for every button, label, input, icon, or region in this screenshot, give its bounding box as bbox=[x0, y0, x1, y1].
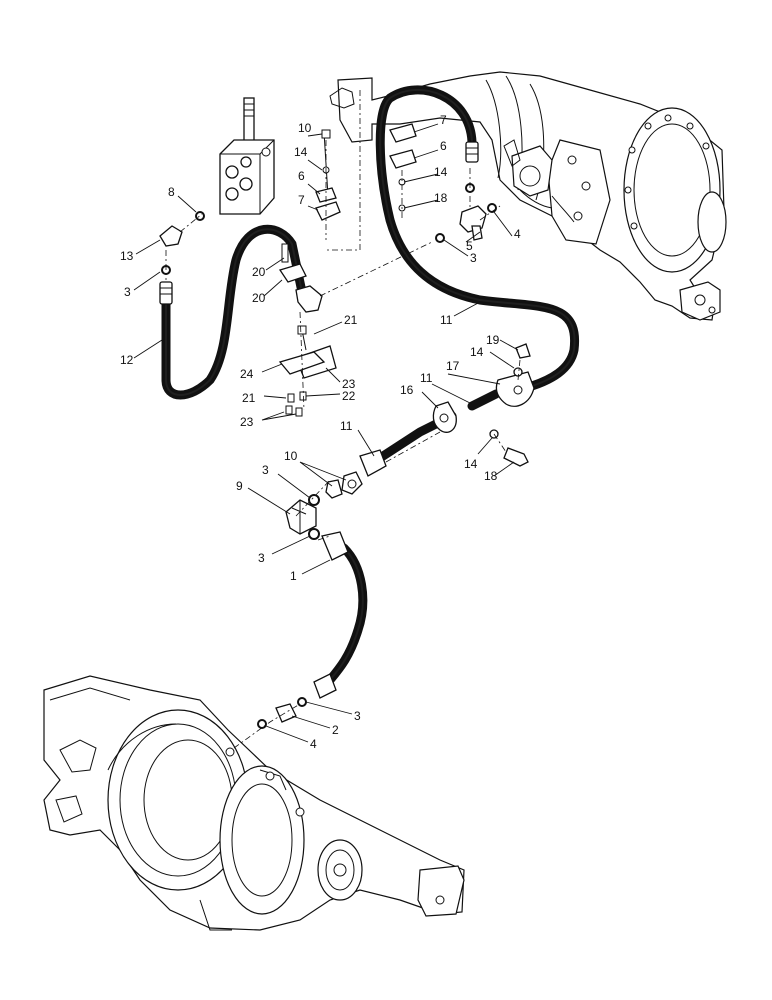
callout-6-b: 6 bbox=[440, 139, 447, 153]
hose-1 bbox=[325, 543, 368, 685]
rear-axle-housing bbox=[329, 71, 727, 321]
callout-14-c: 14 bbox=[470, 345, 484, 359]
callout-7-b: 7 bbox=[440, 113, 447, 127]
callout-2: 2 bbox=[332, 723, 339, 737]
control-valve-block bbox=[219, 97, 275, 215]
callout-6-a: 6 bbox=[298, 169, 305, 183]
callout-22: 23 bbox=[240, 415, 254, 429]
callout-9: 10 bbox=[298, 121, 312, 135]
callout-13: 13 bbox=[120, 249, 134, 263]
callout-3-e: 3 bbox=[354, 709, 361, 723]
callout-20-b: 21 bbox=[344, 313, 358, 327]
callout-12: 12 bbox=[120, 353, 134, 367]
centre-lines bbox=[165, 90, 521, 749]
callout-15: 8 bbox=[168, 185, 175, 199]
callout-4-a: 4 bbox=[514, 227, 521, 241]
hose-11-upper bbox=[375, 85, 580, 391]
callout-7-a: 7 bbox=[298, 193, 305, 207]
callout-3-a: 3 bbox=[124, 285, 131, 299]
callout-16-a: 16 bbox=[400, 383, 414, 397]
o-rings bbox=[161, 183, 497, 729]
leader-lines bbox=[133, 123, 519, 743]
callout-11-a: 11 bbox=[440, 313, 453, 327]
callout-19: 20 bbox=[252, 291, 266, 305]
callout-10: 10 bbox=[284, 449, 298, 463]
callout-24: 24 bbox=[240, 367, 254, 381]
callout-20-a: 20 bbox=[252, 265, 266, 279]
callout-8: 9 bbox=[236, 479, 243, 493]
callout-1: 1 bbox=[290, 569, 297, 583]
callout-14-b: 14 bbox=[434, 165, 448, 179]
callout-18-b: 19 bbox=[486, 333, 500, 347]
callout-23: 23 bbox=[342, 377, 356, 391]
callout-11-b: 11 bbox=[340, 419, 353, 433]
callout-21-a: 21 bbox=[242, 391, 256, 405]
hose-fittings bbox=[159, 123, 535, 723]
callout-16-b: 17 bbox=[446, 359, 460, 373]
callout-3-d: 3 bbox=[258, 551, 265, 565]
callout-14-a: 14 bbox=[294, 145, 308, 159]
callout-17: 18 bbox=[484, 469, 498, 483]
front-axle-housing bbox=[43, 675, 465, 931]
callout-labels: 8 13 3 12 20 20 10 14 6 7 7 6 14 18 5 4 … bbox=[120, 113, 521, 751]
callout-21-b: 22 bbox=[342, 389, 356, 403]
callout-18-a: 18 bbox=[434, 191, 448, 205]
callout-14-d: 14 bbox=[464, 457, 478, 471]
callout-5: 5 bbox=[466, 239, 473, 253]
callout-11-c: 11 bbox=[420, 371, 433, 385]
callout-4-b: 4 bbox=[310, 737, 317, 751]
callout-3-b: 3 bbox=[470, 251, 477, 265]
callout-3-c: 3 bbox=[262, 463, 269, 477]
hose-12 bbox=[161, 224, 307, 400]
